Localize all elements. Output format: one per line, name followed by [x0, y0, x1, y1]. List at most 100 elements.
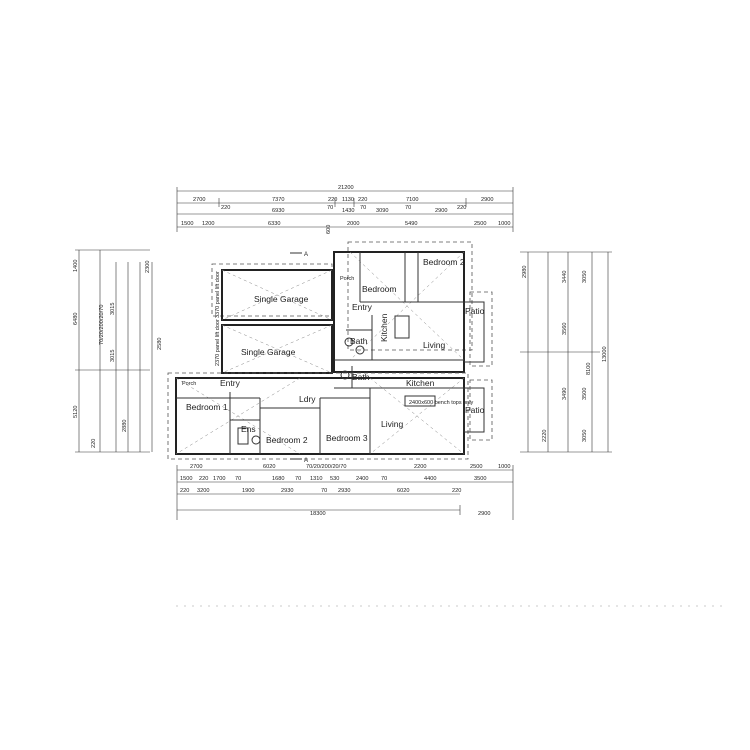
- dim-top-r3-5: 5490: [405, 221, 417, 227]
- dim-right-7: 2220: [542, 430, 548, 442]
- dim-bot-r3-7: 220: [452, 488, 461, 494]
- dim-bot-r3-3: 2930: [281, 488, 293, 494]
- room-bedroom-top: Bedroom: [362, 284, 397, 294]
- dim-top-r2-4: 70: [360, 205, 366, 211]
- room-living-bottom: Living: [381, 419, 403, 429]
- dim-bot-r1-5: 1000: [498, 464, 510, 470]
- room-bedroom-3: Bedroom 3: [326, 433, 368, 443]
- room-labels: Single Garage Single Garage Porch Entry …: [182, 257, 485, 445]
- dim-top-r2-8: 220: [457, 205, 466, 211]
- dim-top-r3-0: 1500: [181, 221, 193, 227]
- dim-bot-r1-3: 2200: [414, 464, 426, 470]
- dim-bot-r1-0: 2700: [190, 464, 202, 470]
- room-bedroom-2-bottom: Bedroom 2: [266, 435, 308, 445]
- dim-bot-r3-4: 70: [321, 488, 327, 494]
- room-porch-top: Porch: [340, 276, 354, 282]
- dim-top-r1-0: 2700: [193, 197, 205, 203]
- dim-right-5: 3490: [562, 388, 568, 400]
- room-bath-bottom: Bath: [352, 372, 370, 382]
- dim-top-r1-2: 220: [328, 197, 337, 203]
- dim-left-1: 6480: [73, 313, 79, 325]
- room-entry-bottom: Entry: [220, 378, 241, 388]
- dim-top-r1-6: 2900: [481, 197, 493, 203]
- dim-top-r2-7: 2900: [435, 208, 447, 214]
- note-bench: 2400x600 bench tops only: [409, 400, 473, 406]
- room-entry-top: Entry: [352, 302, 373, 312]
- section-mark-bottom: A: [304, 458, 308, 464]
- dim-right-overall: 13000: [602, 346, 608, 362]
- dim-bot-r3-2: 1900: [242, 488, 254, 494]
- plan-notes: 3370 panel lift door 2370 panel lift doo…: [215, 271, 473, 406]
- dim-top-r3-6: 2500: [474, 221, 486, 227]
- dim-top-r1-1: 7370: [272, 197, 284, 203]
- dim-top-r1-4: 220: [358, 197, 367, 203]
- dim-top-r3-3: 600: [326, 225, 332, 234]
- dim-bot-overall: 18300: [310, 511, 326, 517]
- room-bath-top: Bath: [350, 336, 368, 346]
- left-dimensions: 1400 6480 5120 2300 3015 70/20/200/20/70…: [73, 249, 163, 453]
- top-dimensions: 21200 2700 7370 220 1130 220 7100 2900 2…: [176, 185, 514, 234]
- dim-bot-r2-10: 4400: [424, 476, 436, 482]
- dim-top-r2-6: 70: [405, 205, 411, 211]
- room-single-garage-2: Single Garage: [241, 347, 296, 357]
- dim-left-in-3: 3015: [110, 350, 116, 362]
- dim-bot-r3-0: 220: [180, 488, 189, 494]
- dim-bot-r2-6: 1310: [310, 476, 322, 482]
- dim-right-0: 2980: [522, 266, 528, 278]
- dim-left-in-1: 3015: [110, 303, 116, 315]
- dim-left-0: 1400: [73, 260, 79, 272]
- dim-right-1: 3440: [562, 271, 568, 283]
- dim-top-r3-4: 2000: [347, 221, 359, 227]
- dim-bot-r2-5: 70: [295, 476, 301, 482]
- room-patio-top: Patio: [465, 306, 485, 316]
- dim-bot-r2-7: 530: [330, 476, 339, 482]
- room-porch-bottom: Porch: [182, 381, 196, 387]
- dim-top-r2-5: 3090: [376, 208, 388, 214]
- dim-left-in-2: 70/20/200/20/70: [99, 305, 105, 345]
- dim-bot-r1-1: 6020: [263, 464, 275, 470]
- dim-right-6: 3500: [582, 388, 588, 400]
- dim-bot-r1-4: 2500: [470, 464, 482, 470]
- room-patio-bottom: Patio: [465, 405, 485, 415]
- section-marks: A A: [290, 252, 308, 464]
- dim-bot-r3-5: 2930: [338, 488, 350, 494]
- dim-bot-r1-2: 70/20/200/20/70: [306, 464, 346, 470]
- dim-top-r1-5: 7100: [406, 197, 418, 203]
- dim-right-4: 8100: [586, 363, 592, 375]
- upper-dwelling: [211, 241, 493, 374]
- note-garage-door-1: 3370 panel lift door: [215, 271, 221, 318]
- note-garage-door-2: 2370 panel lift door: [215, 319, 221, 366]
- dim-top-r1-3: 1130: [342, 197, 354, 203]
- dim-right-2: 3050: [582, 271, 588, 283]
- dim-bot-end: 2900: [478, 511, 490, 517]
- room-ens: Ens: [241, 424, 256, 434]
- dim-top-r2-0: 220: [221, 205, 230, 211]
- dim-top-r2-2: 70: [327, 205, 333, 211]
- room-single-garage-1: Single Garage: [254, 294, 309, 304]
- dim-bot-r2-11: 3500: [474, 476, 486, 482]
- dim-top-overall: 21200: [338, 185, 354, 191]
- dim-bot-r2-1: 220: [199, 476, 208, 482]
- dim-left-in-5: 2880: [122, 420, 128, 432]
- dim-bot-r3-6: 6020: [397, 488, 409, 494]
- room-kitchen-bottom: Kitchen: [406, 378, 435, 388]
- bottom-dimensions: 2700 6020 70/20/200/20/70 2200 2500 1000…: [176, 464, 514, 520]
- dim-top-r2-1: 6930: [272, 208, 284, 214]
- room-bedroom-2-top: Bedroom 2: [423, 257, 465, 267]
- dim-top-r2-3: 1430: [342, 208, 354, 214]
- right-dimensions: 13000 2980 3440 3050 3560 8100 3490 3500…: [520, 251, 612, 453]
- dim-top-r3-2: 6330: [268, 221, 280, 227]
- dim-left-in-4: 2580: [157, 338, 163, 350]
- dim-bot-r2-8: 2400: [356, 476, 368, 482]
- dim-left-in-6: 220: [91, 439, 97, 448]
- dim-bot-r3-1: 3200: [197, 488, 209, 494]
- dim-bot-r2-9: 70: [381, 476, 387, 482]
- dim-left-2: 5120: [73, 406, 79, 418]
- dim-bot-r2-0: 1500: [180, 476, 192, 482]
- room-living-top: Living: [423, 340, 445, 350]
- dim-bot-r2-2: 1700: [213, 476, 225, 482]
- room-bedroom-1: Bedroom 1: [186, 402, 228, 412]
- section-mark-top: A: [304, 252, 308, 258]
- dim-top-r3-1: 1200: [202, 221, 214, 227]
